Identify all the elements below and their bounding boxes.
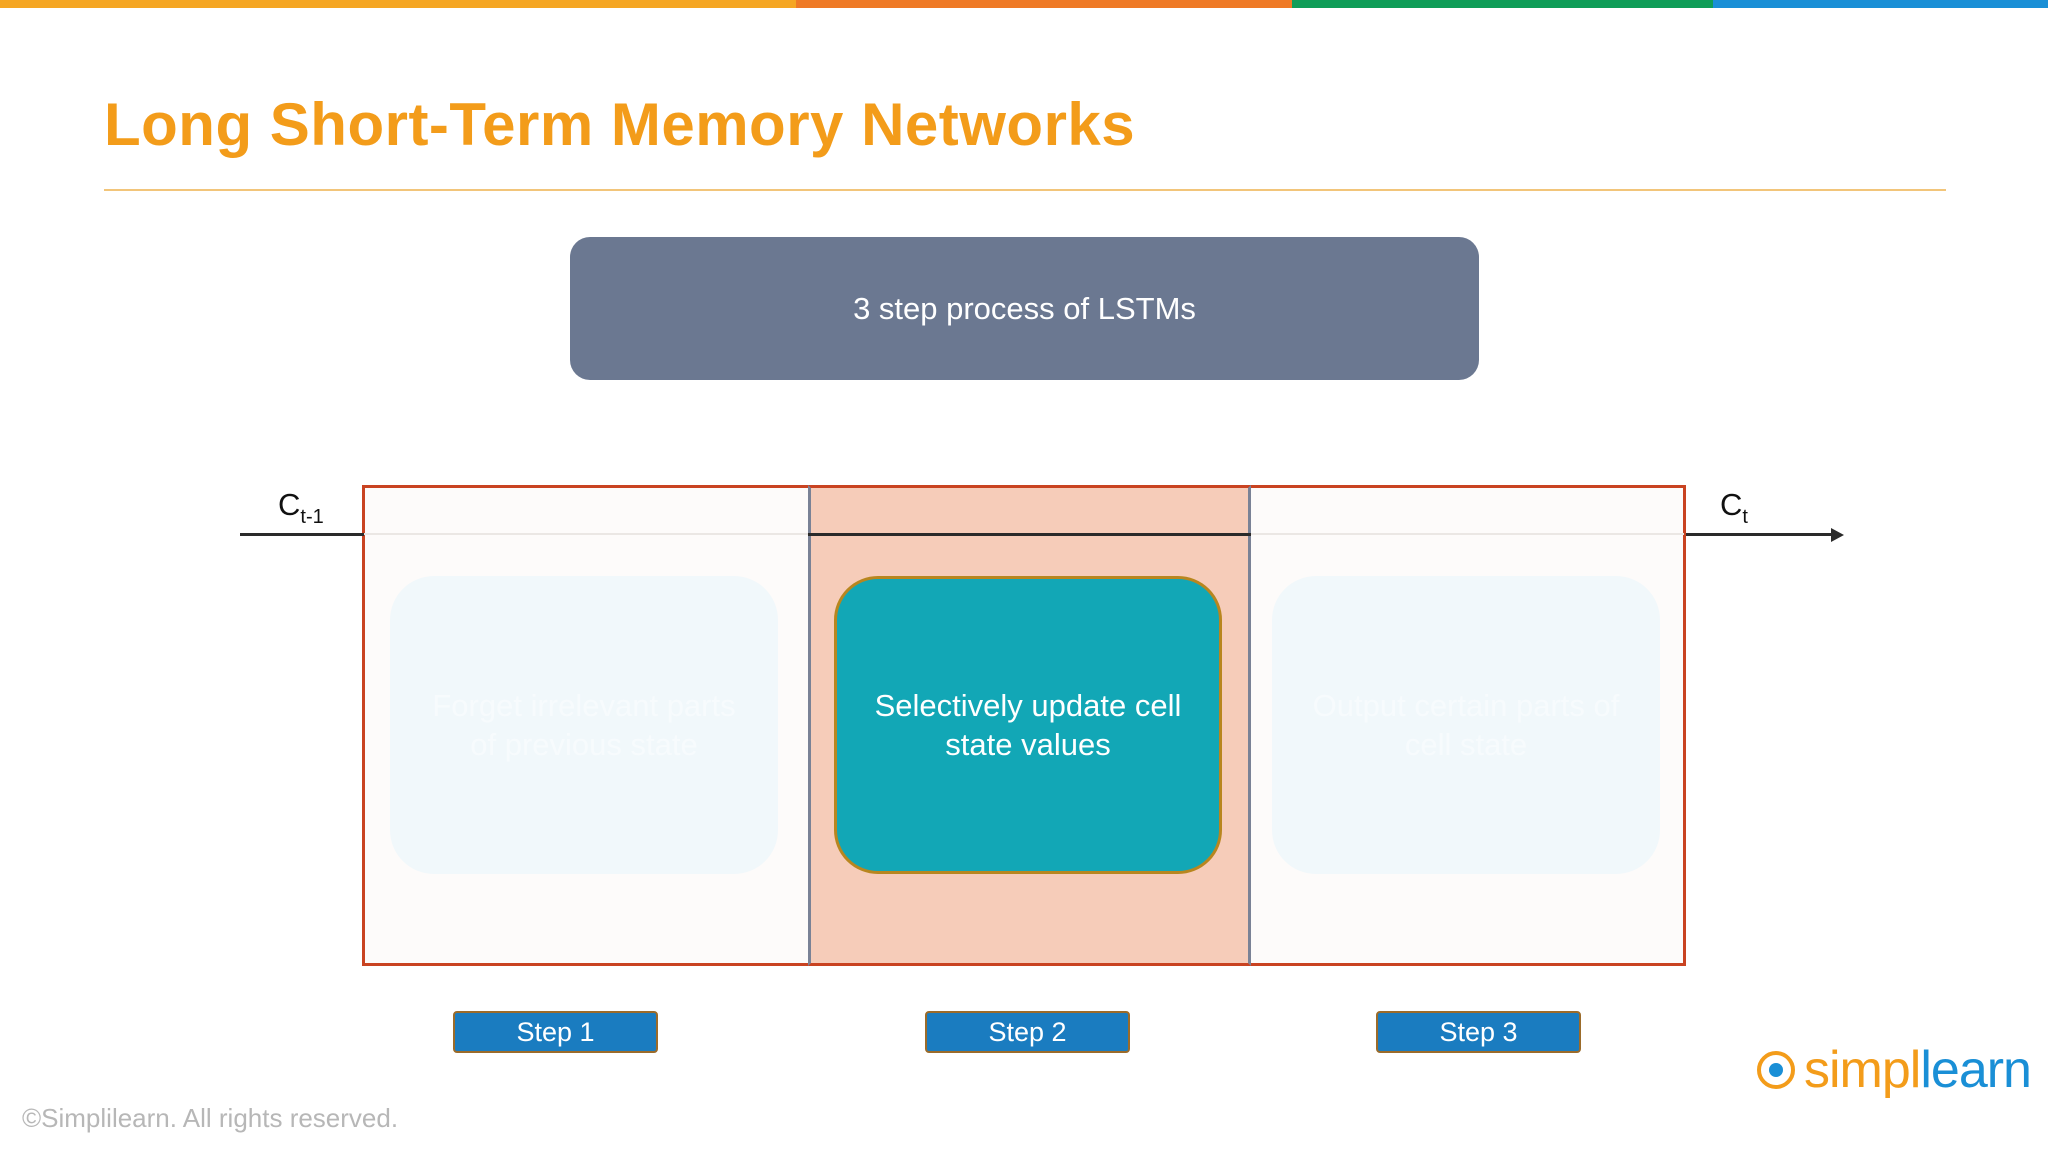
step-1-card-text: Forget irrelevant parts of previous stat… — [432, 688, 736, 762]
input-cell-state-letter: C — [278, 487, 301, 522]
cell-state-line-out — [1686, 533, 1834, 536]
logo-text-learn: learn — [1920, 1041, 2032, 1099]
cell-state-line-mid — [808, 533, 1251, 536]
simplilearn-logo-icon — [1757, 1051, 1795, 1089]
cell-state-line-faint-3 — [1251, 533, 1684, 535]
simplilearn-logo: simpllearn — [1756, 1040, 2032, 1100]
input-cell-state-label: Ct-1 — [278, 487, 324, 529]
output-cell-state-subscript: t — [1742, 506, 1748, 528]
step-2-card: Selectively update cell state values — [834, 576, 1222, 874]
logo-text-simpl: simpl — [1804, 1041, 1921, 1099]
arrow-right-icon — [1831, 528, 1844, 542]
step-3-button[interactable]: Step 3 — [1376, 1011, 1581, 1053]
cell-state-line-faint-1 — [364, 533, 808, 535]
title-divider — [104, 189, 1946, 191]
simplilearn-logo-wordmark: simpllearn — [1804, 1040, 2032, 1100]
output-cell-state-label: Ct — [1720, 487, 1748, 529]
process-header-box: 3 step process of LSTMs — [570, 237, 1479, 380]
slide-title: Long Short-Term Memory Networks — [104, 91, 1136, 158]
top-color-stripe — [0, 0, 2048, 8]
stripe-segment-blue — [1713, 0, 2048, 8]
step-1-card: Forget irrelevant parts of previous stat… — [390, 576, 778, 874]
stripe-segment-yellow — [0, 0, 796, 8]
stripe-segment-orange — [796, 0, 1292, 8]
step-3-card-text: Output certain parts of cell state — [1312, 688, 1620, 762]
step-2-card-text: Selectively update cell state values — [874, 688, 1182, 762]
cell-state-line-in — [240, 533, 364, 536]
input-cell-state-subscript: t-1 — [300, 506, 324, 528]
step-1-button[interactable]: Step 1 — [453, 1011, 658, 1053]
copyright-notice: ©Simplilearn. All rights reserved. — [22, 1103, 399, 1133]
stripe-segment-green — [1292, 0, 1713, 8]
process-header-text: 3 step process of LSTMs — [853, 290, 1196, 326]
output-cell-state-letter: C — [1720, 487, 1743, 522]
step-3-card: Output certain parts of cell state — [1272, 576, 1660, 874]
step-2-button[interactable]: Step 2 — [925, 1011, 1130, 1053]
